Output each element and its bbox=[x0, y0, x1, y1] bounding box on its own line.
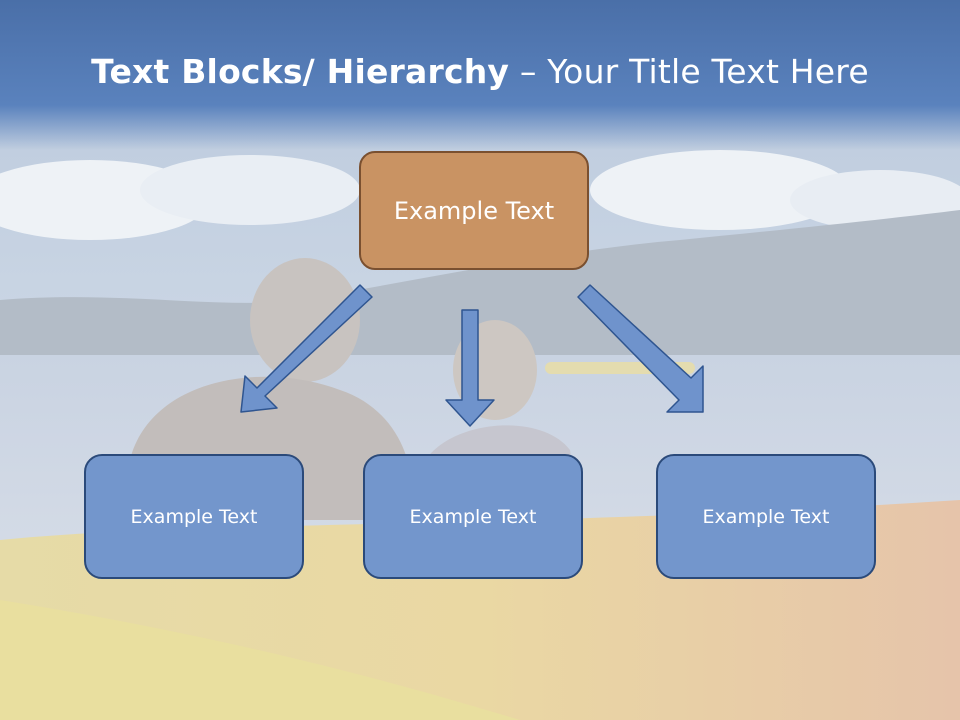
child-box-right[interactable]: Example Text bbox=[656, 454, 876, 579]
child-box-middle[interactable]: Example Text bbox=[363, 454, 583, 579]
title-bold-part: Text Blocks/ Hierarchy bbox=[91, 52, 510, 91]
child-box-left[interactable]: Example Text bbox=[84, 454, 304, 579]
arrow-middle bbox=[445, 309, 495, 427]
title-regular-part: – Your Title Text Here bbox=[509, 52, 869, 91]
child-box-right-label: Example Text bbox=[702, 505, 830, 528]
child-box-middle-label: Example Text bbox=[409, 505, 537, 528]
top-level-label: Example Text bbox=[393, 196, 555, 225]
child-box-left-label: Example Text bbox=[130, 505, 258, 528]
title-bar bbox=[0, 0, 960, 150]
arrow-right bbox=[577, 284, 704, 413]
arrow-left bbox=[240, 284, 373, 413]
top-level-box[interactable]: Example Text bbox=[359, 151, 589, 270]
slide-title: Text Blocks/ Hierarchy – Your Title Text… bbox=[0, 52, 960, 91]
